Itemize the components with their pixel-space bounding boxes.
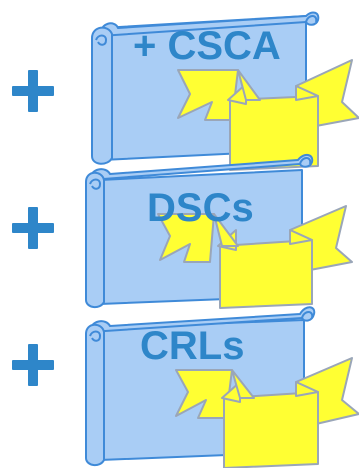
scroll-label: DSCs: [147, 186, 254, 230]
certificate-item-crls: CRLs: [0, 300, 359, 468]
ribbon-banner-icon: [177, 59, 359, 171]
certificate-item-dscs: DSCs: [0, 150, 359, 310]
certificate-item-csca: + CSCA: [0, 0, 359, 172]
scroll-icon: [85, 306, 359, 468]
scroll-icon: [91, 11, 359, 171]
ribbon-banner-icon: [157, 205, 353, 309]
plus-icon: [12, 207, 54, 249]
plus-icon: [12, 70, 54, 112]
ribbon-banner-icon: [175, 357, 359, 468]
plus-icon: [12, 344, 54, 386]
scroll-label: + CSCA: [133, 24, 281, 68]
scroll-icon: [85, 154, 353, 309]
scroll-label: CRLs: [140, 324, 245, 368]
